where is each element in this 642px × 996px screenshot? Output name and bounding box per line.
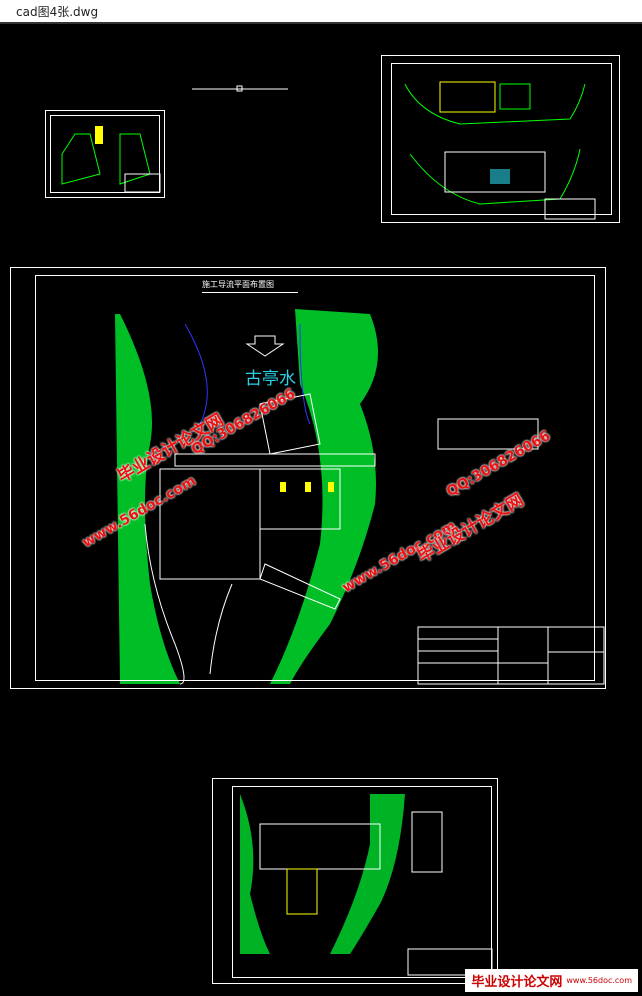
- main-terrain: [115, 309, 378, 685]
- cad-canvas[interactable]: 施工导流平面布置图 古亭水 毕业设计论文网 QQ:306826066 www.5…: [0, 24, 642, 996]
- main-titleblock: [417, 626, 605, 685]
- title-bar: cad图4张.dwg: [0, 0, 642, 24]
- drawing-sheet-3[interactable]: [10, 267, 606, 689]
- file-title: cad图4张.dwg: [16, 5, 99, 19]
- drawing-graphics: [61, 81, 605, 976]
- drawing-sheet-2[interactable]: [381, 55, 620, 223]
- drawing-sheet-1[interactable]: [45, 110, 165, 198]
- drawing-title: 施工导流平面布置图: [202, 280, 274, 289]
- sheet4-drawing: [240, 794, 493, 976]
- line-marker: [236, 85, 243, 92]
- sheet2-drawing: [404, 81, 596, 220]
- river-label: 古亭水: [245, 369, 296, 389]
- logo-url: www.56doc.com: [566, 976, 632, 985]
- legend-box: [437, 418, 539, 450]
- logo-name: 毕业设计论文网: [471, 975, 563, 990]
- site-logo: 毕业设计论文网 www.56doc.com: [465, 969, 638, 992]
- title-underline: [202, 292, 298, 293]
- drawing-sheet-4[interactable]: [212, 778, 498, 984]
